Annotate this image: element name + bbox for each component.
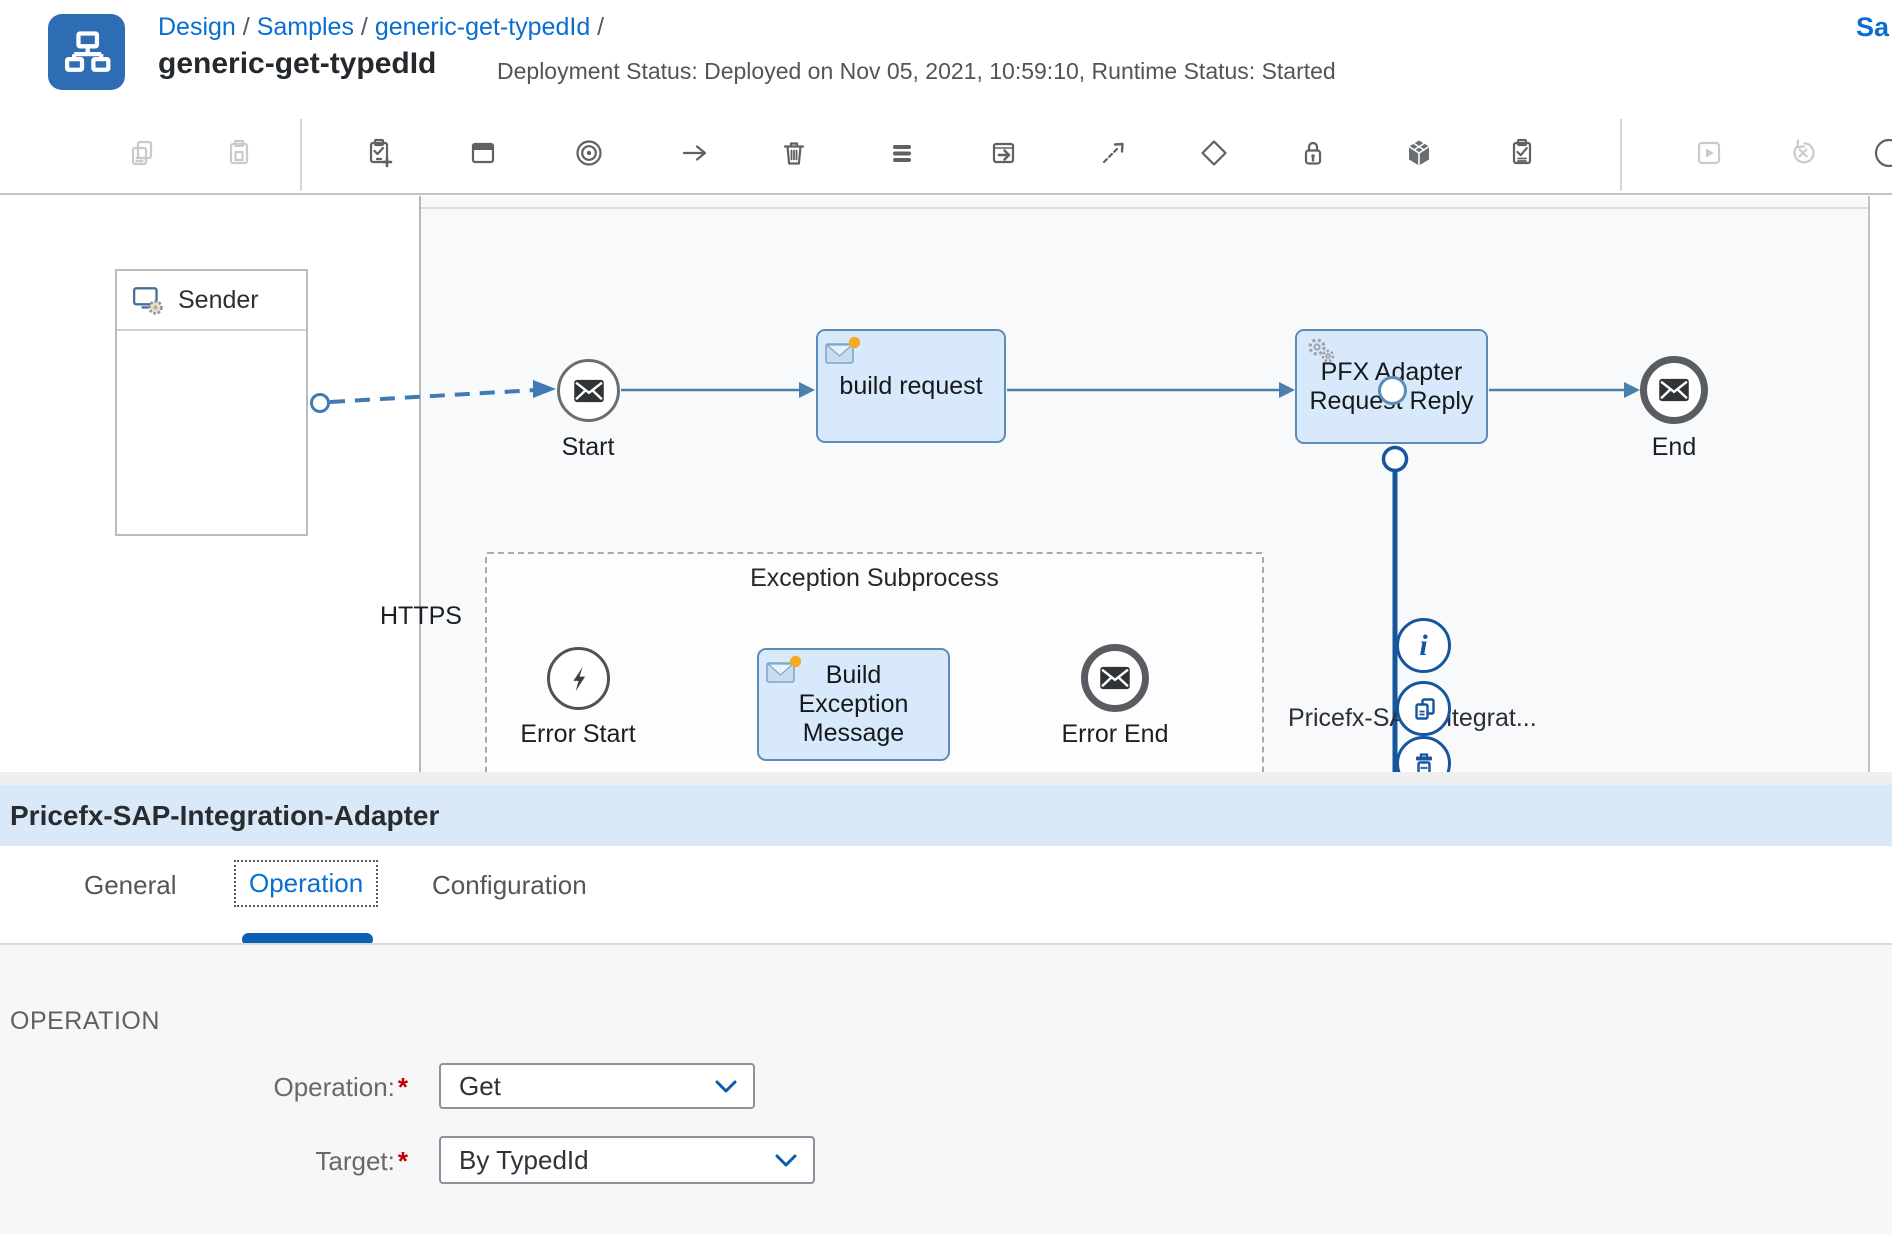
gears-icon	[1308, 338, 1335, 363]
chevron-down-icon	[715, 1080, 737, 1092]
target-select-value: By TypedId	[459, 1144, 589, 1175]
sender-label: Sender	[178, 285, 259, 314]
tabs-divider	[0, 943, 1892, 945]
properties-tabs: General Operation Configuration	[0, 846, 1892, 946]
package-cube-icon[interactable]	[1402, 136, 1436, 170]
exception-subprocess-title: Exception Subprocess	[750, 564, 999, 592]
gateway-diamond-icon[interactable]	[1197, 136, 1231, 170]
sender-system-icon	[132, 287, 163, 315]
error-start-label: Error Start	[520, 720, 636, 748]
deploy-play-icon	[1692, 136, 1726, 170]
page-title: generic-get-typedId	[158, 47, 437, 80]
paste-icon[interactable]	[222, 136, 256, 170]
breadcrumb-samples-link[interactable]: Samples	[256, 13, 354, 41]
integration-flow-icon	[48, 14, 125, 90]
target-select[interactable]: By TypedId	[439, 1136, 815, 1184]
sender-header: Sender	[117, 271, 306, 331]
content-modifier-icon	[825, 336, 861, 364]
target-icon[interactable]	[572, 136, 606, 170]
error-end-event[interactable]	[1081, 644, 1149, 712]
sender-participant[interactable]: Sender	[115, 269, 308, 536]
breadcrumb-flow-link[interactable]: generic-get-typedId	[374, 13, 591, 41]
delete-icon[interactable]	[777, 136, 811, 170]
message-envelope-icon	[1659, 378, 1689, 402]
build-exception-message-label: Build Exception Message	[798, 661, 909, 747]
properties-panel-header: Pricefx-SAP-Integration-Adapter	[0, 785, 1892, 846]
tab-configuration[interactable]: Configuration	[432, 870, 587, 900]
breadcrumb: Design / Samples / generic-get-typedId /	[158, 13, 605, 41]
info-button[interactable]: i	[1396, 618, 1451, 673]
operation-select[interactable]: Get	[439, 1063, 755, 1109]
message-flow-dashed-arrow-icon[interactable]	[1096, 136, 1130, 170]
tab-general[interactable]: General	[84, 870, 177, 900]
build-request-step[interactable]: build request	[816, 329, 1006, 443]
sequence-flow-arrow-icon[interactable]	[678, 136, 712, 170]
error-start-event[interactable]	[547, 647, 610, 710]
https-flow-label: HTTPS	[380, 602, 462, 630]
copy-icon[interactable]	[125, 136, 159, 170]
properties-panel-title: Pricefx-SAP-Integration-Adapter	[10, 799, 440, 831]
pool-window-icon[interactable]	[466, 136, 500, 170]
security-lock-icon[interactable]	[1296, 136, 1330, 170]
tab-operation[interactable]: Operation	[234, 860, 379, 907]
start-event[interactable]	[557, 359, 620, 422]
active-tab-underline	[242, 933, 373, 946]
delete-button[interactable]	[1396, 736, 1451, 772]
error-end-label: Error End	[1061, 720, 1169, 748]
connections-layer	[310, 380, 1640, 772]
section-heading: OPERATION	[10, 1007, 160, 1035]
connection-anchor[interactable]	[1378, 376, 1407, 405]
partial-circle-icon[interactable]	[1872, 136, 1892, 170]
participant-box-arrow-icon[interactable]	[987, 136, 1021, 170]
error-lightning-icon	[572, 666, 585, 691]
operation-select-value: Get	[459, 1070, 501, 1101]
menu-lines-icon[interactable]	[885, 136, 919, 170]
toolbar-divider	[1620, 119, 1622, 191]
toolbar-divider	[300, 119, 302, 191]
info-icon: i	[1419, 628, 1428, 662]
start-label: Start	[561, 433, 615, 461]
deployment-status: Deployment Status: Deployed on Nov 05, 2…	[497, 58, 1336, 84]
build-request-label: build request	[839, 371, 983, 400]
validate-clipboard-add-icon[interactable]	[363, 136, 397, 170]
iflow-canvas[interactable]: Sender HTTPS Start build request	[0, 196, 1892, 772]
content-modifier-icon	[766, 655, 802, 683]
end-label: End	[1651, 433, 1697, 461]
operation-tab-content: OPERATION Operation:* Get Target:* By Ty…	[0, 945, 1892, 1234]
chevron-down-icon	[775, 1154, 797, 1166]
copy-button[interactable]	[1396, 681, 1451, 736]
checklist-icon[interactable]	[1505, 136, 1539, 170]
trash-icon	[1415, 752, 1432, 772]
build-exception-message-step[interactable]: Build Exception Message	[757, 648, 950, 761]
operation-field-label: Operation:*	[273, 1072, 408, 1102]
required-asterisk: *	[397, 1146, 408, 1176]
message-envelope-icon	[573, 379, 604, 402]
target-field-label: Target:*	[315, 1146, 408, 1176]
undeploy-restart-icon	[1786, 136, 1820, 170]
copy-icon	[1414, 697, 1435, 720]
message-envelope-icon	[1100, 666, 1130, 690]
panel-gap-strip	[0, 772, 1892, 785]
editor-toolbar	[0, 115, 1892, 195]
save-button[interactable]: Sa	[1856, 12, 1890, 42]
required-asterisk: *	[397, 1072, 408, 1102]
end-event[interactable]	[1640, 356, 1708, 424]
breadcrumb-design-link[interactable]: Design	[158, 13, 236, 41]
pool-top-border	[421, 207, 1868, 209]
